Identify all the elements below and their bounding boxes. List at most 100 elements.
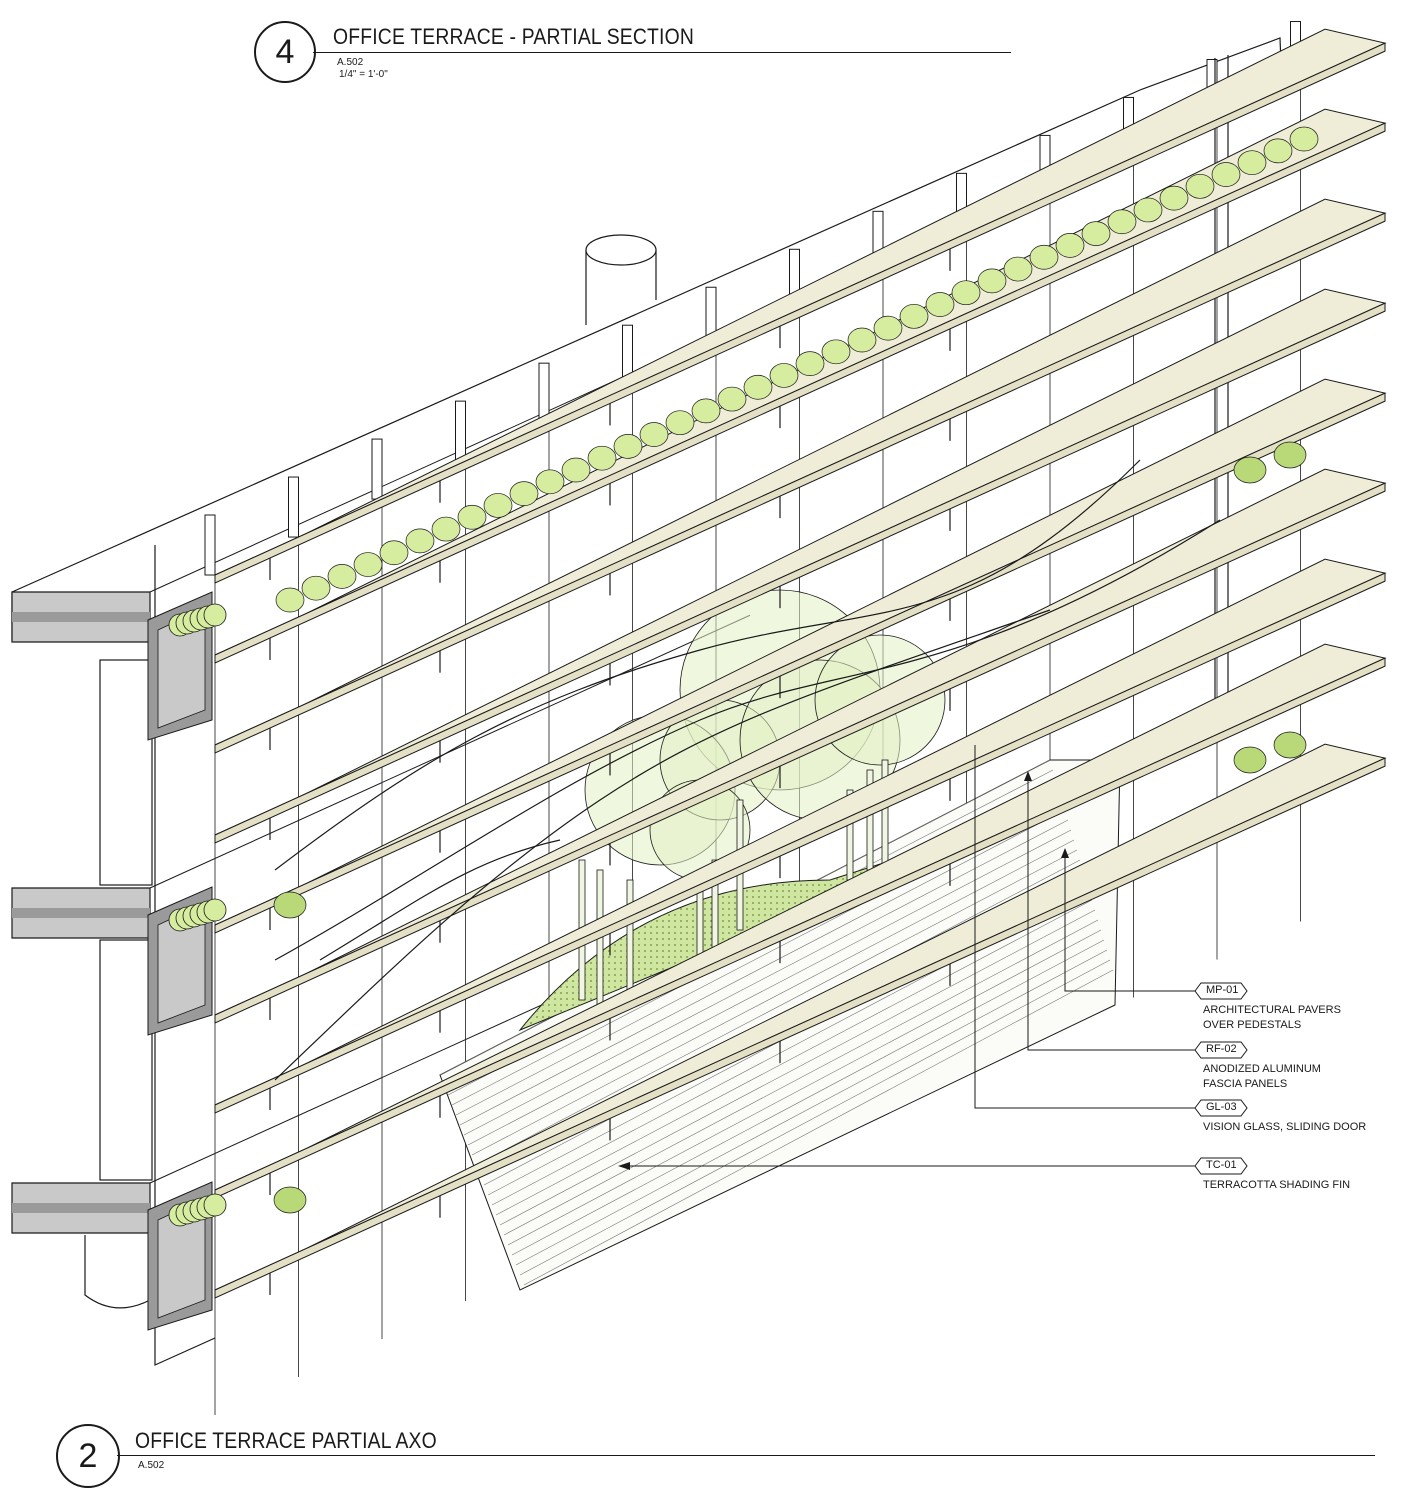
arrow-rf02 (1024, 771, 1032, 781)
shrub-row (665, 410, 695, 436)
arrow-mp01 (1061, 848, 1069, 858)
shrub-row (1107, 209, 1137, 235)
shrub-row (925, 292, 955, 317)
paver-joint (519, 959, 1111, 1276)
leader-gl03 (974, 745, 1195, 1109)
shrub-row (847, 327, 877, 353)
curved-fin-edge (274, 609, 1051, 1081)
shrub-row (1133, 197, 1163, 223)
paver-joint (515, 949, 1108, 1266)
top-title-rule (313, 52, 1011, 53)
callout-desc-rf02-line2: FASCIA PANELS (1203, 1078, 1288, 1090)
callout-tag-hexagon (1194, 1041, 1248, 1059)
shrub-row (1237, 150, 1267, 176)
shrub-row (1159, 185, 1189, 211)
shading-fin-edge (214, 482, 1386, 1024)
callout-tag-mp01: MP-01 (1206, 984, 1239, 996)
shading-fin-top (214, 28, 1387, 576)
shrub-cluster (1233, 746, 1267, 774)
callout-tag-gl03: GL-03 (1206, 1101, 1237, 1113)
shading-fin-edge (214, 392, 1386, 934)
shrub-cluster (1233, 456, 1267, 484)
floor-slab-band (12, 1203, 150, 1213)
callout-tag-rf02: RF-02 (1206, 1043, 1237, 1055)
shrub-cluster (273, 891, 307, 919)
callout-tag-hexagon (1194, 1157, 1248, 1175)
shrub-row (951, 280, 981, 306)
shrub-row (587, 445, 617, 471)
top-title-text: OFFICE TERRACE - PARTIAL SECTION (333, 24, 694, 49)
planters (147, 126, 1319, 1331)
curved-fin-edge (274, 459, 1141, 871)
shrub-row (379, 540, 409, 566)
shrub (203, 1193, 227, 1217)
shrub-row (769, 363, 799, 388)
tree-trunk (626, 879, 634, 1001)
terracotta-shading-fins (214, 28, 1387, 1299)
column-base (84, 1235, 151, 1309)
paver-joint (495, 899, 1093, 1216)
shrub-row (873, 315, 903, 341)
shrub-row (1055, 233, 1085, 258)
shrub-row (1081, 221, 1111, 246)
shrub (203, 898, 227, 922)
mullion (288, 476, 299, 538)
paver-joint (463, 819, 1069, 1136)
shrub-row (1263, 138, 1293, 164)
paver-joint (507, 929, 1102, 1246)
paver-joint (523, 969, 1114, 1286)
callout-desc-mp01-line2: OVER PEDESTALS (1203, 1019, 1302, 1031)
building-structure (11, 21, 1301, 1415)
mullion (204, 514, 216, 576)
column (99, 659, 153, 886)
shrub-cluster (1273, 441, 1307, 469)
callout-tag-hexagon (1194, 982, 1248, 1000)
callout-desc-gl03-line1: VISION GLASS, SLIDING DOOR (1203, 1121, 1367, 1133)
paver-joint (511, 939, 1105, 1256)
shrub-row (977, 268, 1007, 294)
shrub-row (561, 457, 591, 483)
bottom-title-text: OFFICE TERRACE PARTIAL AXO (135, 1428, 437, 1453)
top-scale: 1/4" = 1'-0" (339, 69, 388, 80)
shrub-row (405, 528, 435, 554)
shading-fin-edge (214, 122, 1386, 664)
shrub-row (353, 552, 383, 577)
callout-leaders (618, 745, 1248, 1175)
leader-rf02 (1027, 778, 1195, 1051)
shrub-row (743, 374, 773, 400)
paver-joint (471, 839, 1075, 1156)
shading-fin-edge (214, 572, 1386, 1114)
shrub-row (899, 303, 929, 329)
paver-joint (499, 909, 1096, 1226)
shrub-row (613, 433, 643, 459)
shrub-cluster (273, 1186, 307, 1214)
callout-desc-tc01-line1: TERRACOTTA SHADING FIN (1203, 1179, 1351, 1191)
bottom-sheet-ref: A.502 (138, 1460, 165, 1471)
paver-joint (475, 849, 1078, 1166)
callout-desc-rf02-line1: ANODIZED ALUMINUM (1203, 1063, 1321, 1075)
bottom-detail-number: 2 (56, 1424, 120, 1488)
shrub-row (275, 587, 305, 613)
shrub-row (1003, 256, 1033, 282)
shrub-row (795, 351, 825, 376)
shrub-row (483, 493, 513, 518)
shrub-row (821, 339, 851, 365)
paver-joint (503, 919, 1099, 1236)
paver-joint (467, 829, 1072, 1146)
curved-fin-edge (274, 519, 1221, 961)
shrub-row (1211, 162, 1241, 187)
shrub-row (301, 575, 331, 601)
shrub-row (535, 469, 565, 495)
left-glass-frame (154, 545, 216, 1366)
cylinder-sides (585, 250, 657, 325)
shrub-row (691, 398, 721, 424)
shrub-row (431, 516, 461, 542)
leader-mp01 (1064, 855, 1195, 992)
shrub-row (1185, 173, 1215, 199)
shading-fin-edge (214, 212, 1386, 754)
shrub-row (509, 481, 539, 506)
tree-trunk (596, 869, 604, 1011)
floor-slab-band (12, 612, 150, 622)
shrub-row (1289, 126, 1319, 152)
arrow-tc01 (618, 1162, 630, 1170)
